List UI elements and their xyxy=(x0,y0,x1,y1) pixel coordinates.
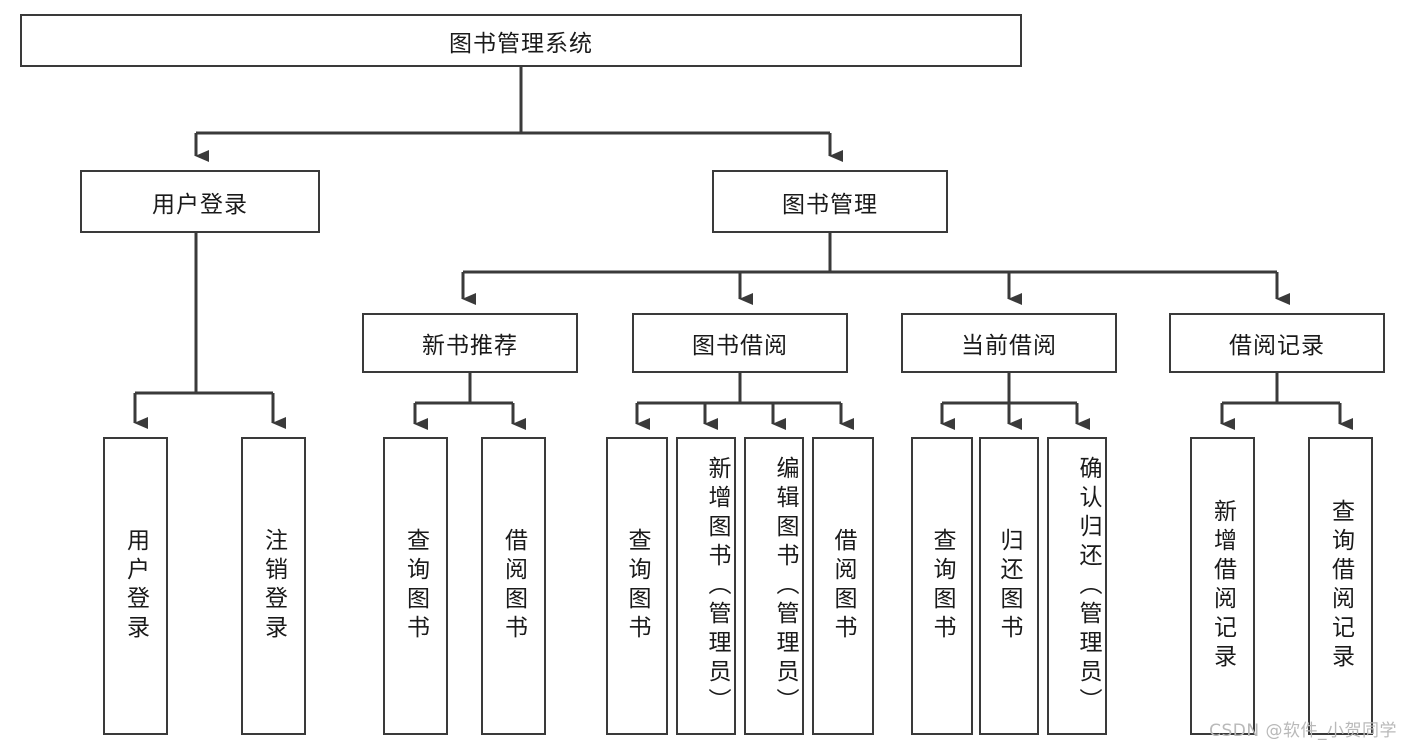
leaf-current-borrow-confirm-admin[interactable]: 确认归还（管理员） xyxy=(1047,437,1107,735)
node-label: 查询图书 xyxy=(929,528,955,644)
leaf-borrow-record-query[interactable]: 查询借阅记录 xyxy=(1308,437,1373,735)
leaf-book-borrow-add-admin[interactable]: 新增图书（管理员） xyxy=(676,437,736,735)
leaf-new-book-borrow[interactable]: 借阅图书 xyxy=(481,437,546,735)
leaf-current-borrow-return[interactable]: 归还图书 xyxy=(979,437,1039,735)
node-current-borrow[interactable]: 当前借阅 xyxy=(901,313,1117,373)
node-label: 查询借阅记录 xyxy=(1327,499,1354,673)
node-new-book-recommend[interactable]: 新书推荐 xyxy=(362,313,578,373)
node-label: 查询图书 xyxy=(402,528,429,644)
leaf-book-borrow-borrow[interactable]: 借阅图书 xyxy=(812,437,874,735)
node-label: 编辑图书（管理员） xyxy=(772,455,798,717)
leaf-user-login-login[interactable]: 用户登录 xyxy=(103,437,168,735)
node-label: 图书管理系统 xyxy=(449,30,593,57)
node-label: 新增图书（管理员） xyxy=(704,455,730,717)
leaf-current-borrow-query[interactable]: 查询图书 xyxy=(911,437,973,735)
leaf-book-borrow-query[interactable]: 查询图书 xyxy=(606,437,668,735)
leaf-borrow-record-add[interactable]: 新增借阅记录 xyxy=(1190,437,1255,735)
node-label: 图书借阅 xyxy=(692,333,788,359)
node-book-management[interactable]: 图书管理 xyxy=(712,170,948,233)
node-label: 确认归还（管理员） xyxy=(1075,455,1101,717)
node-label: 当前借阅 xyxy=(961,333,1057,359)
watermark: CSDN @软件_小贺同学 xyxy=(1209,721,1397,741)
node-label: 借阅记录 xyxy=(1229,333,1325,359)
node-label: 图书管理 xyxy=(782,191,878,218)
node-user-login[interactable]: 用户登录 xyxy=(80,170,320,233)
node-label: 查询图书 xyxy=(624,528,650,644)
leaf-book-borrow-edit-admin[interactable]: 编辑图书（管理员） xyxy=(744,437,804,735)
leaf-new-book-query[interactable]: 查询图书 xyxy=(383,437,448,735)
node-root-book-management-system[interactable]: 图书管理系统 xyxy=(20,14,1022,67)
node-label: 新增借阅记录 xyxy=(1209,499,1236,673)
node-label: 归还图书 xyxy=(996,528,1022,644)
node-label: 用户登录 xyxy=(152,191,248,218)
node-label: 注销登录 xyxy=(260,528,287,644)
node-label: 用户登录 xyxy=(122,528,149,644)
node-label: 借阅图书 xyxy=(830,528,856,644)
node-label: 借阅图书 xyxy=(500,528,527,644)
node-label: 新书推荐 xyxy=(422,333,518,359)
node-borrow-record[interactable]: 借阅记录 xyxy=(1169,313,1385,373)
leaf-user-login-logout[interactable]: 注销登录 xyxy=(241,437,306,735)
node-book-borrow[interactable]: 图书借阅 xyxy=(632,313,848,373)
